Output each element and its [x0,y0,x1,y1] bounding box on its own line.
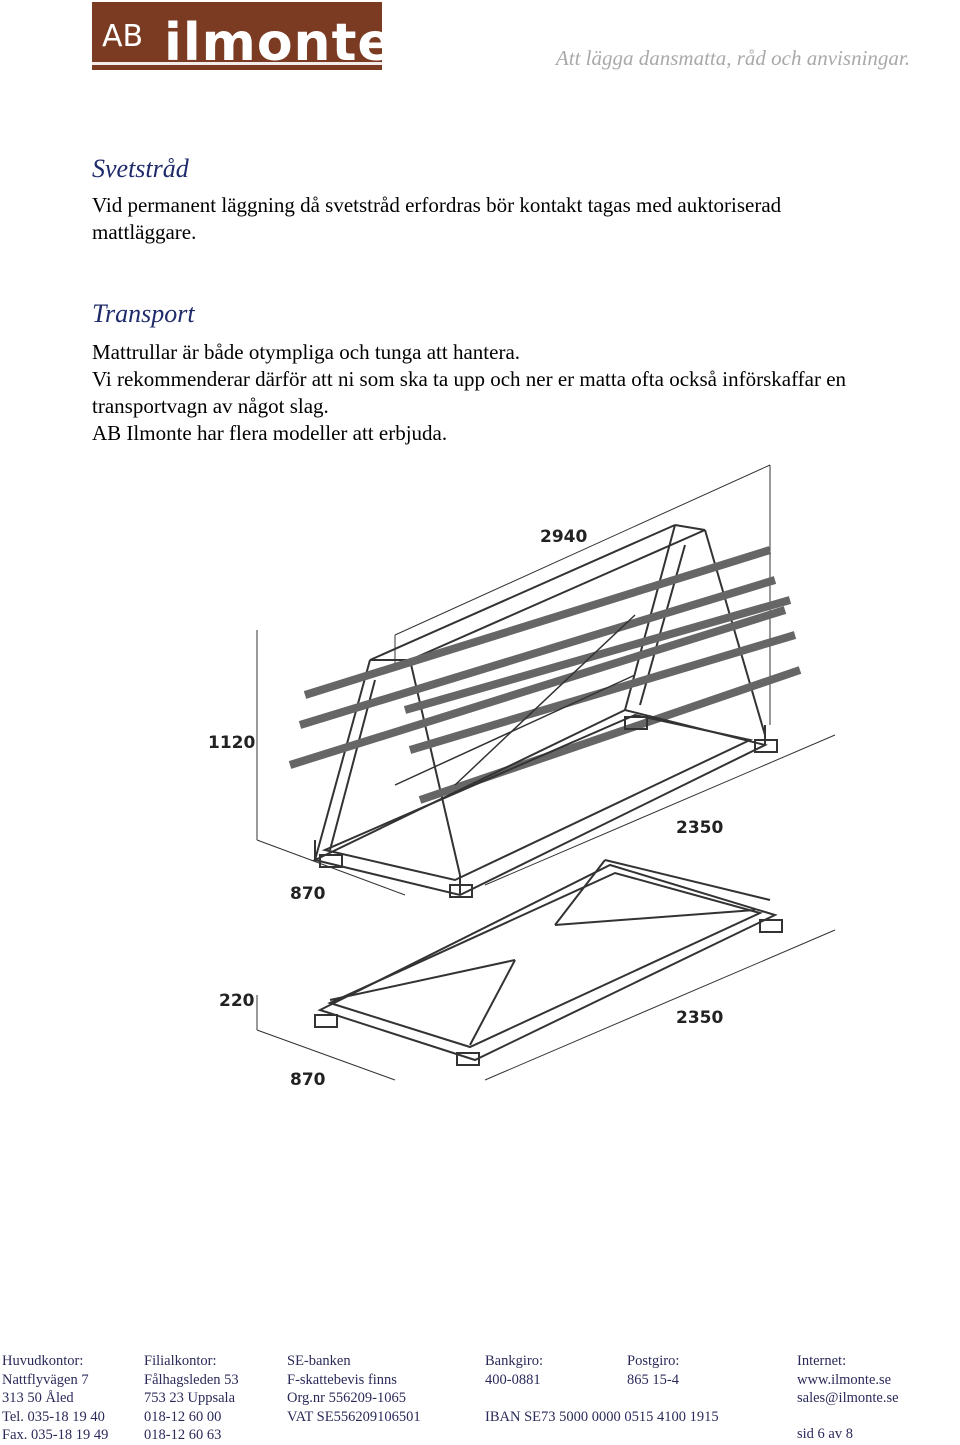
footer: Huvudkontor: Nattflyvägen 7 313 50 Åled … [0,1352,960,1445]
svg-text:AB: AB [102,19,143,54]
section-body-transport: Mattrullar är både otympliga och tunga a… [92,339,958,447]
text-line: mattläggare. [92,220,197,244]
dimension-base-length: 2350 [676,818,723,838]
text-line: transportvagn av något slag. [92,394,329,418]
transport-cart-drawing: 2940 1120 2350 870 220 2350 870 [208,464,836,1090]
text-line: Mattrullar är både otympliga och tunga a… [92,340,521,364]
footer-text: F-skattebevis finns [287,1371,397,1388]
footer-column-branch-office: Filialkontor: Fålhagsleden 53 753 23 Upp… [144,1352,239,1445]
footer-text: 018-12 60 63 [144,1427,222,1443]
footer-link-email[interactable]: sales@ilmonte.se [797,1390,899,1406]
footer-text: 753 23 Uppsala [144,1390,236,1406]
footer-text: Tel. 035-18 19 40 [2,1408,105,1425]
footer-text: SE-banken [287,1353,351,1369]
footer-text: 313 50 Åled [2,1390,74,1406]
footer-text: VAT SE556209106501 [287,1408,421,1425]
footer-column-head-office: Huvudkontor: Nattflyvägen 7 313 50 Åled … [2,1352,108,1445]
dimension-flat-width: 870 [290,1070,326,1090]
footer-column-postgiro: Postgiro: 865 15-4 [627,1352,679,1389]
svg-text:ilmonte: ilmonte [164,13,382,70]
ilmonte-logo: AB ilmonte [92,2,382,70]
footer-text: 865 15-4 [627,1371,679,1388]
section-body-svetstrad: Vid permanent läggning då svetstråd erfo… [92,192,958,246]
footer-text: Nattflyvägen 7 [2,1371,89,1388]
section-heading-svetstrad: Svetstråd [92,154,189,183]
footer-text: Bankgiro: [485,1353,543,1369]
dimension-width: 870 [290,884,326,904]
text-line: Vi rekommenderar därför att ni som ska t… [92,367,847,391]
dimension-flat-height: 220 [219,991,255,1011]
footer-text: Internet: [797,1353,847,1369]
document-title: Att lägga dansmatta, råd och anvisningar… [555,46,910,70]
dimension-flat-length: 2350 [676,1008,723,1028]
footer-text: IBAN SE73 5000 0000 0515 4100 1915 [485,1408,719,1425]
page-number: sid 6 av 8 [797,1426,853,1442]
footer-text: Filialkontor: [144,1353,217,1369]
footer-text: Org.nr 556209-1065 [287,1390,406,1406]
footer-text: Huvudkontor: [2,1353,84,1369]
footer-text: Postgiro: [627,1353,680,1369]
footer-text [485,1389,719,1408]
text-line: Vid permanent läggning då svetstråd erfo… [92,193,782,217]
footer-text: 400-0881 [485,1371,541,1388]
footer-link-website[interactable]: www.ilmonte.se [797,1371,892,1388]
dimension-height: 1120 [208,733,255,753]
footer-column-bankgiro: Bankgiro: 400-0881 IBAN SE73 5000 0000 0… [485,1352,719,1426]
section-heading-transport: Transport [92,299,195,328]
dimension-top-length: 2940 [540,527,587,547]
footer-text: Fålhagsleden 53 [144,1371,239,1388]
footer-column-internet: Internet: www.ilmonte.se sales@ilmonte.s… [797,1352,899,1408]
footer-text: Fax. 035-18 19 49 [2,1427,109,1443]
footer-text: 018-12 60 00 [144,1408,222,1425]
text-line: AB Ilmonte har flera modeller att erbjud… [92,421,448,445]
footer-column-bank: SE-banken F-skattebevis finns Org.nr 556… [287,1352,421,1426]
